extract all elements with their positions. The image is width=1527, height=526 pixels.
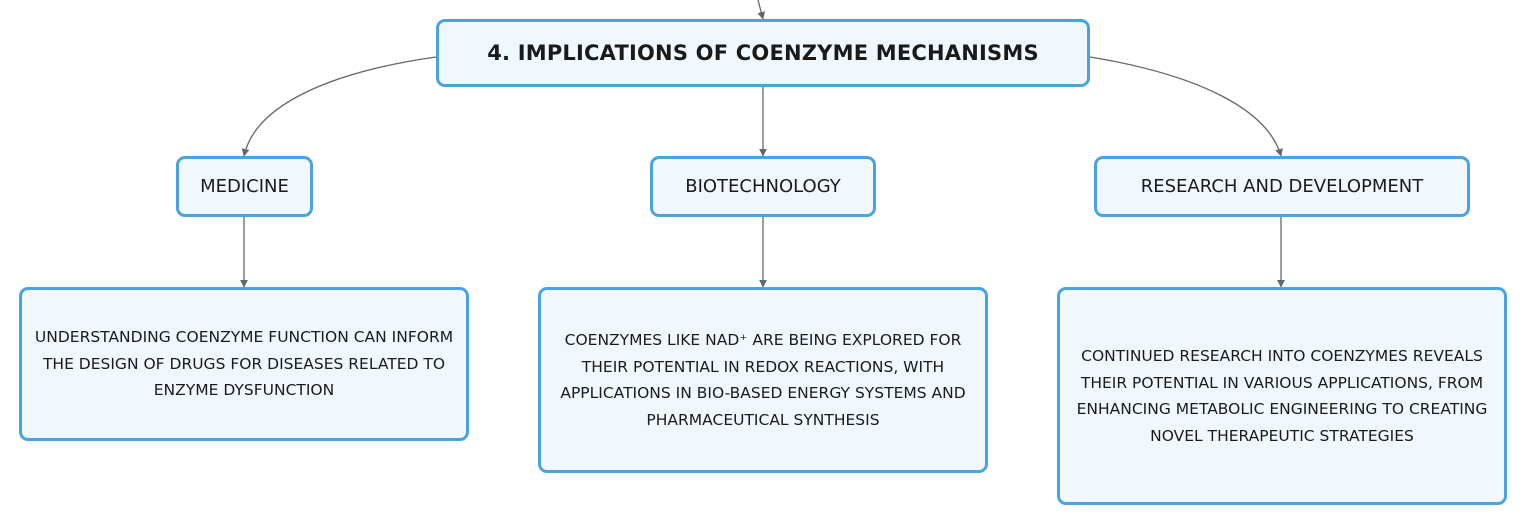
branch-label-research: RESEARCH AND DEVELOPMENT bbox=[1140, 176, 1424, 197]
branch-label-medicine: MEDICINE bbox=[200, 176, 289, 197]
detail-text-biotechnology: COENZYMES LIKE NAD⁺ ARE BEING EXPLORED F… bbox=[560, 331, 966, 429]
detail-text-research: CONTINUED RESEARCH INTO COENZYMES REVEAL… bbox=[1076, 347, 1488, 445]
detail-text-medicine: UNDERSTANDING COENZYME FUNCTION CAN INFO… bbox=[34, 328, 454, 400]
connector-root-medicine bbox=[241, 56, 437, 157]
branch-node-medicine[interactable]: MEDICINE bbox=[176, 156, 313, 217]
branch-node-research[interactable]: RESEARCH AND DEVELOPMENT bbox=[1094, 156, 1470, 217]
branch-label-biotechnology: BIOTECHNOLOGY bbox=[685, 176, 841, 197]
detail-node-medicine[interactable]: UNDERSTANDING COENZYME FUNCTION CAN INFO… bbox=[19, 287, 469, 441]
detail-node-research[interactable]: CONTINUED RESEARCH INTO COENZYMES REVEAL… bbox=[1057, 287, 1507, 505]
connector-from-parent bbox=[757, 0, 765, 20]
root-topic-node[interactable]: 4. IMPLICATIONS OF COENZYME MECHANISMS bbox=[436, 19, 1090, 87]
connector-root-research bbox=[1089, 56, 1283, 157]
root-topic-title: 4. IMPLICATIONS OF COENZYME MECHANISMS bbox=[487, 41, 1039, 65]
branch-node-biotechnology[interactable]: BIOTECHNOLOGY bbox=[650, 156, 876, 217]
detail-node-biotechnology[interactable]: COENZYMES LIKE NAD⁺ ARE BEING EXPLORED F… bbox=[538, 287, 988, 473]
